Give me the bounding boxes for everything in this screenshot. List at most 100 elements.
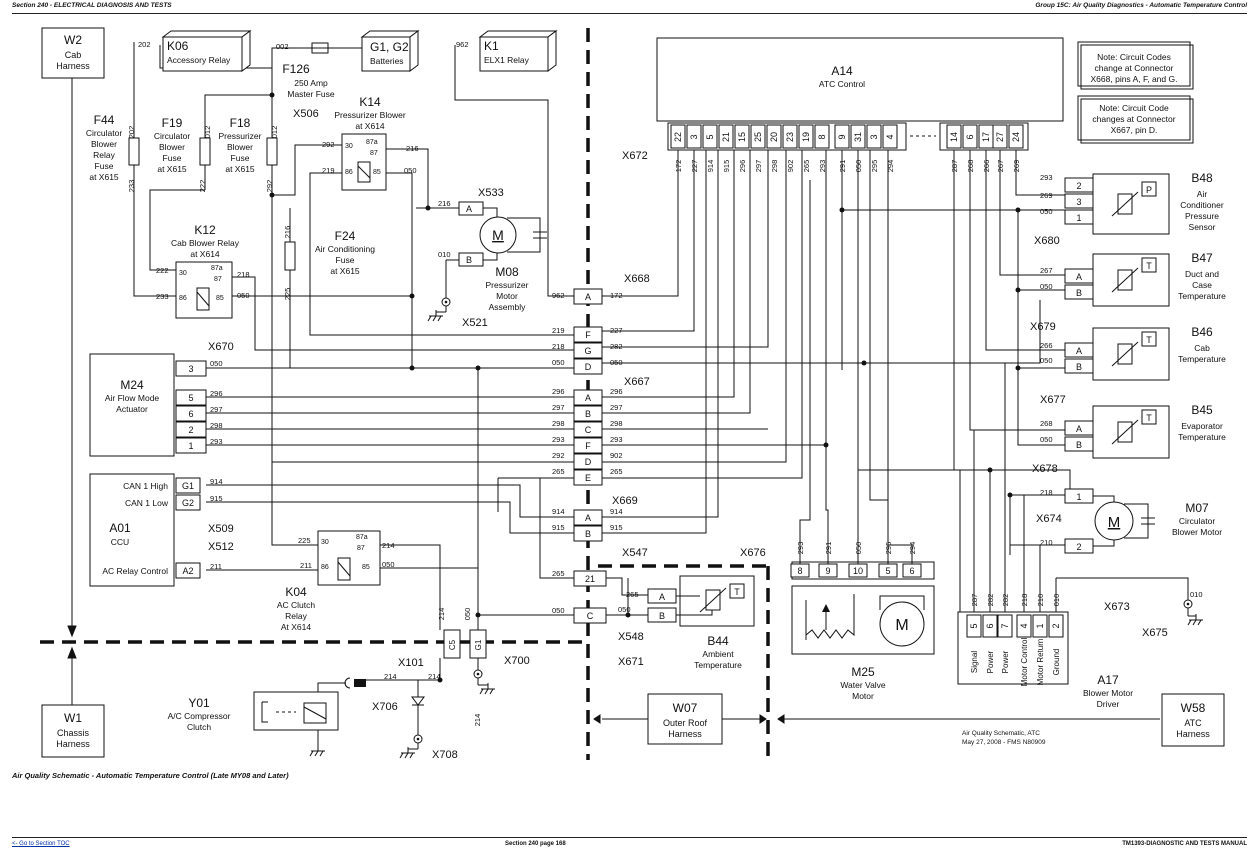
circuits-c211: 211 (300, 561, 312, 570)
circuits-c050: 050 (382, 560, 395, 569)
circuits-c296: 296 (610, 387, 623, 396)
go-to-toc-link[interactable]: <- Go to Section TOC (12, 841, 70, 847)
svg-text:21: 21 (721, 132, 731, 142)
svg-text:Harness: Harness (1176, 729, 1210, 739)
svg-text:17: 17 (981, 132, 991, 142)
f19-label: F19 Circulator Blower Fuse at X615 (154, 116, 191, 174)
svg-text:Blower: Blower (227, 142, 253, 152)
x668-pin-D (573, 358, 603, 375)
svg-text:M: M (492, 227, 504, 243)
f24-label: F24 Air Conditioning Fuse at X615 (315, 229, 375, 276)
svg-text:218: 218 (1020, 594, 1029, 607)
svg-text:A: A (585, 393, 591, 403)
a14-pin-23 (782, 124, 798, 149)
circuits-c292: 292 (265, 180, 274, 193)
circuits-c282: 282 (610, 342, 623, 351)
f44-fuse (128, 137, 140, 166)
a14-pin-14 (946, 124, 962, 149)
svg-text:A: A (585, 292, 591, 302)
svg-text:Fuse: Fuse (336, 255, 355, 265)
circuits-c265: 265 (552, 467, 565, 476)
connectors-x668: X668 (624, 273, 650, 285)
svg-text:1: 1 (1076, 492, 1081, 502)
m25-pin-9 (818, 563, 838, 578)
circuits-c293: 293 (210, 437, 223, 446)
circuits-c268: 268 (1040, 419, 1053, 428)
x548-pin-C (573, 607, 607, 624)
x670-pin-1 (175, 437, 207, 454)
svg-text:Air Conditioning: Air Conditioning (315, 244, 375, 254)
a14-pin-22 (670, 124, 686, 149)
svg-text:85: 85 (373, 169, 381, 176)
circuits-c050: 050 (552, 606, 565, 615)
svg-text:7: 7 (1000, 623, 1010, 628)
svg-text:85: 85 (362, 564, 370, 571)
connectors-x671: X671 (618, 656, 644, 668)
svg-text:87a: 87a (211, 265, 223, 272)
svg-text:at X614: at X614 (190, 249, 220, 259)
svg-text:9: 9 (837, 134, 847, 139)
circuits-c219: 219 (322, 166, 335, 175)
svg-text:Harness: Harness (56, 739, 90, 749)
harness-arrows (67, 78, 1160, 724)
svg-text:W07: W07 (673, 701, 698, 715)
wire-294: 294 (886, 160, 895, 173)
k12-relay: K12 Cab Blower Relay at X614 30 87a 87 8… (171, 223, 240, 319)
circuits-c050: 050 (1040, 435, 1053, 444)
svg-text:D: D (585, 362, 592, 372)
svg-text:25: 25 (753, 132, 763, 142)
svg-text:Batteries: Batteries (370, 56, 404, 66)
f18-fuse (266, 137, 278, 166)
w2-id: W2 (64, 33, 82, 47)
svg-text:Cab: Cab (65, 50, 82, 60)
wire-050: 050 (854, 160, 863, 173)
circuits-c292: 292 (552, 451, 565, 460)
circuits-c050: 050 (463, 608, 472, 621)
svg-text:F: F (585, 441, 591, 451)
svg-text:Actuator: Actuator (116, 404, 148, 414)
note1: Note: Circuit Codes change at Connector … (1077, 41, 1194, 90)
svg-text:change at Connector: change at Connector (1095, 63, 1174, 73)
svg-text:F126: F126 (282, 62, 310, 76)
circuits-c914: 914 (610, 507, 623, 516)
connectors-x670: X670 (208, 341, 234, 353)
circuits-c914: 914 (210, 477, 223, 486)
svg-text:E: E (585, 473, 591, 483)
circuits-c218: 218 (1040, 488, 1053, 497)
circuits-c915: 915 (610, 523, 623, 532)
svg-text:CAN 1 High: CAN 1 High (123, 481, 168, 491)
circuits-c216: 216 (283, 226, 292, 239)
circuits-c225: 225 (283, 288, 292, 301)
svg-text:Water Valve: Water Valve (840, 680, 886, 690)
svg-text:Motor: Motor (496, 291, 518, 301)
wire-287: 287 (950, 160, 959, 173)
svg-text:F18: F18 (230, 116, 251, 130)
circuits-c219: 219 (552, 326, 565, 335)
circuits-c214: 214 (428, 672, 441, 681)
svg-text:87: 87 (370, 150, 378, 157)
circuits-c050: 050 (1040, 356, 1053, 365)
svg-text:250 Amp: 250 Amp (294, 78, 328, 88)
svg-text:C: C (585, 425, 592, 435)
note2: Note: Circuit Code changes at Connector … (1077, 95, 1194, 144)
a14-pin-31 (850, 124, 866, 149)
svg-text:31: 31 (853, 132, 863, 142)
svg-text:ATC: ATC (1184, 718, 1202, 728)
circuits-c050: 050 (552, 358, 565, 367)
stamp: Air Quality Schematic, ATC May 27, 2008 … (962, 730, 1046, 746)
circuits-c222: 222 (198, 180, 207, 193)
ground-x675 (1183, 599, 1204, 626)
x670-pin-5 (175, 389, 207, 406)
a17-pin-7 (997, 614, 1013, 638)
circuits-c267: 267 (1040, 266, 1053, 275)
svg-text:15: 15 (737, 132, 747, 142)
svg-text:24: 24 (1011, 132, 1021, 142)
circuits-c297: 297 (610, 403, 623, 412)
splice-dots (269, 92, 1021, 683)
svg-text:B: B (1076, 440, 1082, 450)
svg-text:A: A (1076, 346, 1082, 356)
circuits-c293: 293 (1040, 173, 1053, 182)
svg-text:D: D (585, 457, 592, 467)
x667-pin-F (573, 437, 603, 454)
